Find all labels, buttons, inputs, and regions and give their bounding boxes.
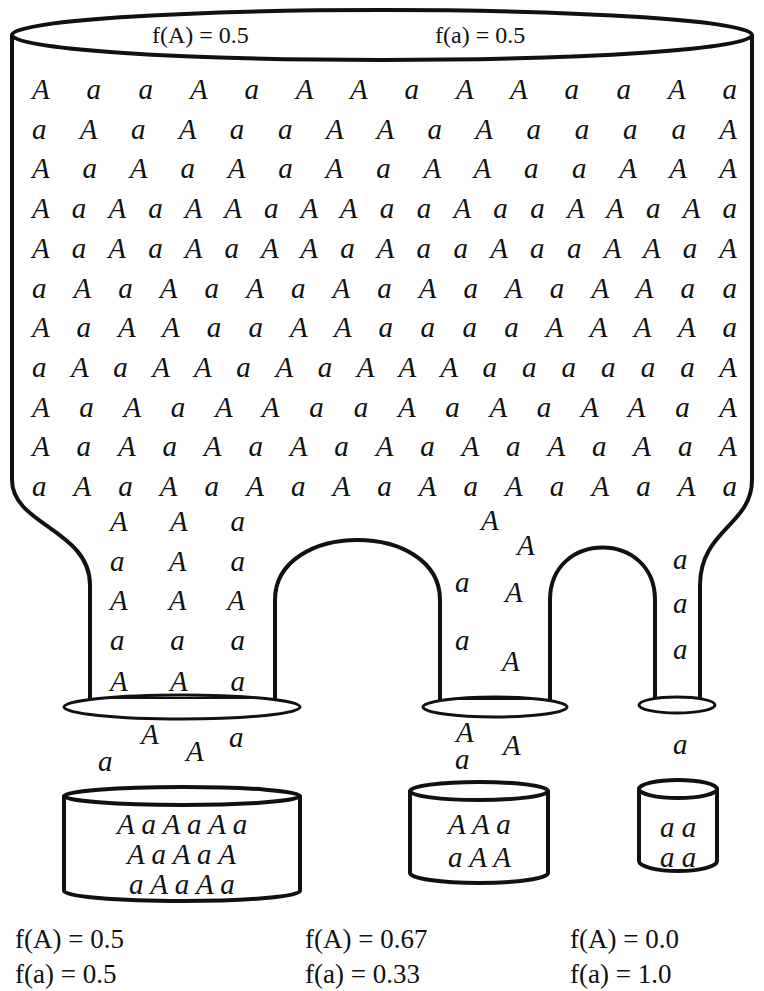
allele-letters: A A a <box>110 666 245 698</box>
falling-allele: A <box>503 730 521 762</box>
allele-letters: a A a A a A a A a A a A a A a A a <box>32 471 737 503</box>
allele-letters: A a A a A a A a A a A a A a A a A <box>32 431 737 463</box>
allele-letters: a a <box>660 842 696 874</box>
falling-allele: A <box>186 736 204 768</box>
allele-letters: a <box>673 588 688 620</box>
allele-letters: a A a A a a A A a A a a a a A <box>32 114 737 146</box>
allele-letters: a a a <box>110 625 245 657</box>
falling-allele: a <box>455 744 470 776</box>
allele-letters: A A a <box>110 506 245 538</box>
allele-frequency: f(a) = 0.5 <box>15 960 116 990</box>
allele-letters: A <box>502 646 520 678</box>
allele-letters: A <box>481 505 499 537</box>
allele-letters: a a <box>660 812 696 844</box>
allele-frequency: f(A) = 0.5 <box>15 925 124 955</box>
falling-allele: a <box>229 722 244 754</box>
allele-letters: a A a A a <box>129 869 235 901</box>
population-bottle: f(A) = 0.5f(a) = 0.5A a a A a A A a A A … <box>0 0 764 725</box>
falling-allele: A <box>141 719 159 751</box>
allele-letters: a A a <box>110 546 245 578</box>
allele-frequency: f(A) = 0.5 <box>152 22 249 48</box>
allele-letters: a A A <box>448 842 511 874</box>
allele-frequency: f(A) = 0.67 <box>305 925 427 955</box>
allele-letters: A A A <box>110 585 245 617</box>
allele-letters: a A a A A a A a A A A a a a a a a A <box>32 352 737 384</box>
allele-letters: A a A a A a <box>117 809 247 841</box>
allele-letters: a <box>673 544 688 576</box>
allele-letters: A a A a A a A A a A a a A a a A A a A <box>32 233 737 265</box>
allele-letters: a <box>455 567 470 599</box>
sample-jar: A a A a A aA a A a Aa A a A af(A) = 0.5f… <box>62 785 302 903</box>
allele-letters: a <box>455 625 470 657</box>
allele-frequency: f(A) = 0.0 <box>570 925 679 955</box>
allele-letters: A <box>517 530 535 562</box>
allele-frequency: f(a) = 1.0 <box>570 960 671 990</box>
sample-jar: a aa af(A) = 0.0f(a) = 1.0 <box>637 778 719 873</box>
allele-letters: a A a A a A a A a A a A a A A a a <box>32 273 737 305</box>
allele-frequency: f(a) = 0.5 <box>435 22 525 48</box>
allele-frequency: f(a) = 0.33 <box>305 960 420 990</box>
allele-letters: A A a <box>448 809 511 841</box>
falling-allele: a <box>673 729 688 761</box>
allele-letters: A a a A a A A a A A a a A a <box>32 74 737 106</box>
allele-letters: A a A a A <box>127 839 236 871</box>
allele-letters: A a A A a a A A a a a a A A A A a <box>32 312 737 344</box>
allele-letters: A a A a A A a A A a a A a a A A a A a <box>32 193 737 225</box>
sample-jar: A A aa A Af(A) = 0.67f(a) = 0.33 <box>408 780 550 885</box>
allele-letters: A <box>505 577 523 609</box>
allele-letters: A a A a A A a a A a A a A A a A <box>32 392 737 424</box>
allele-letters: A a A a A a A a A A a a A A A <box>32 153 737 185</box>
falling-allele: a <box>98 746 113 778</box>
allele-letters: a <box>673 634 688 666</box>
